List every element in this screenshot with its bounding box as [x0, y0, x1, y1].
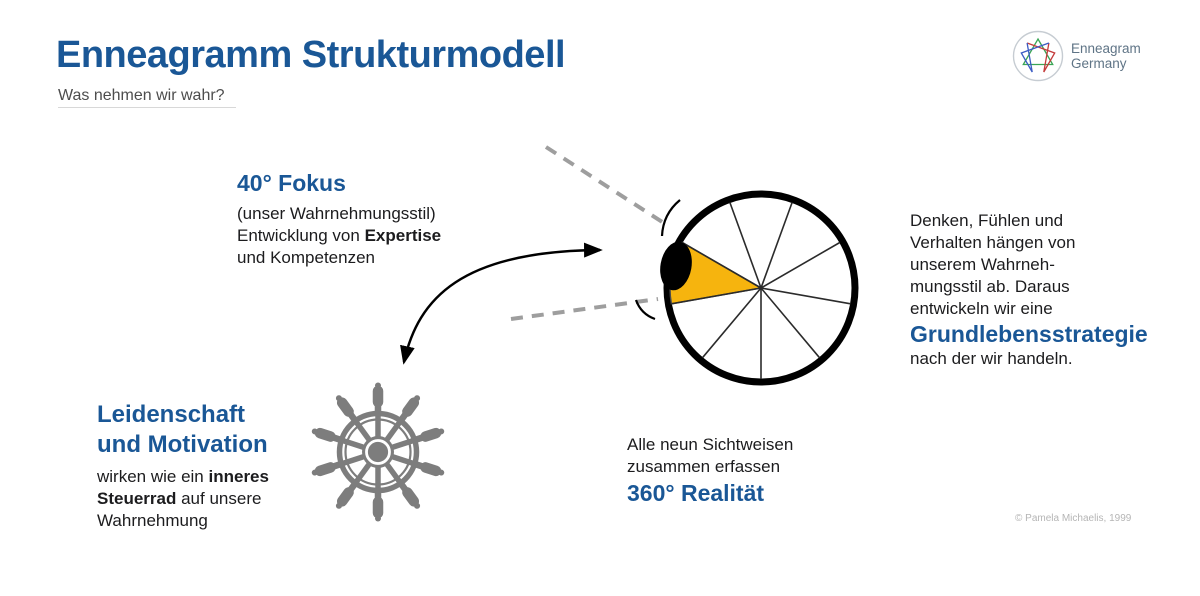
eyelash-bottom — [634, 299, 656, 321]
enneagram-star-icon — [1012, 30, 1064, 82]
strategy-line: Verhalten hängen von — [910, 233, 1076, 252]
eye-pupil-icon — [660, 241, 692, 291]
logo-hexad-right — [1026, 42, 1056, 73]
passion-body-line2: Steuerrad auf unsere — [97, 488, 269, 510]
focus-line1: (unser Wahrnehmungsstil) — [237, 204, 436, 223]
strategy-line: entwickeln wir eine — [910, 299, 1053, 318]
reality-line2: zusammen erfassen — [627, 457, 781, 476]
passion-body-line2-bold: Steuerrad — [97, 489, 177, 508]
focus-block: 40° Fokus (unser Wahrnehmungsstil) Entwi… — [237, 170, 441, 269]
steering-rim — [336, 410, 420, 494]
passion-body-line1: wirken wie ein inneres — [97, 466, 269, 488]
sight-line-top — [544, 145, 669, 227]
strategy-tail: nach der wir handeln. — [910, 349, 1073, 368]
passion-body-line1-bold: inneres — [208, 467, 269, 486]
double-headed-curved-arrow — [400, 242, 603, 365]
strategy-highlight: Grundlebensstrategie — [910, 321, 1148, 347]
ship-steering-wheel-icon — [311, 382, 445, 522]
logo-text: Enneagram Germany — [1071, 41, 1141, 71]
strategy-line: unserem Wahrneh- — [910, 255, 1055, 274]
eyelash-top — [660, 199, 681, 237]
focus-heading: 40° Fokus — [237, 170, 346, 196]
passion-body-line2-post: auf unsere — [176, 489, 262, 508]
focus-line2-bold: Expertise — [364, 226, 442, 245]
focus-line2: Entwicklung von Expertise — [237, 225, 441, 247]
subtitle-divider — [58, 107, 236, 108]
logo-line1: Enneagram — [1071, 41, 1141, 56]
focus-line3: und Kompetenzen — [237, 248, 375, 267]
passion-block: Leidenschaft und Motivation wirken wie e… — [97, 400, 269, 532]
steering-hub-ring — [365, 439, 391, 465]
reality-heading: 360° Realität — [627, 480, 765, 506]
steering-inner-rim — [344, 418, 412, 486]
reality-line1: Alle neun Sichtweisen — [627, 435, 794, 454]
logo-line2: Germany — [1071, 56, 1127, 71]
strategy-block: Denken, Fühlen und Verhalten hängen von … — [910, 210, 1148, 370]
strategy-line: mungsstil ab. Daraus — [910, 277, 1070, 296]
passion-heading-line2: und Motivation — [97, 431, 268, 458]
reality-block: Alle neun Sichtweisen zusammen erfassen … — [627, 434, 793, 506]
passion-heading-line1: Leidenschaft — [97, 401, 246, 428]
passion-body: wirken wie ein inneres Steuerrad auf uns… — [97, 466, 269, 532]
wheel-spokes — [671, 202, 851, 379]
nine-spoke-wheel-with-eye — [634, 190, 859, 386]
logo-triangle — [1022, 37, 1054, 66]
strategy-line: Denken, Fühlen und — [910, 211, 1064, 230]
page-title: Enneagramm Strukturmodell — [56, 34, 566, 76]
logo-hexad-left — [1020, 42, 1050, 73]
focus-line2-pre: Entwicklung von — [237, 226, 365, 245]
copyright-note: © Pamela Michaelis, 1999 — [1015, 513, 1132, 524]
passion-body-line3: Wahrnehmung — [97, 511, 208, 530]
passion-body-line1-pre: wirken wie ein — [97, 467, 209, 486]
enneagram-germany-logo: Enneagram Germany — [1012, 28, 1141, 84]
page-subtitle: Was nehmen wir wahr? — [58, 87, 225, 104]
